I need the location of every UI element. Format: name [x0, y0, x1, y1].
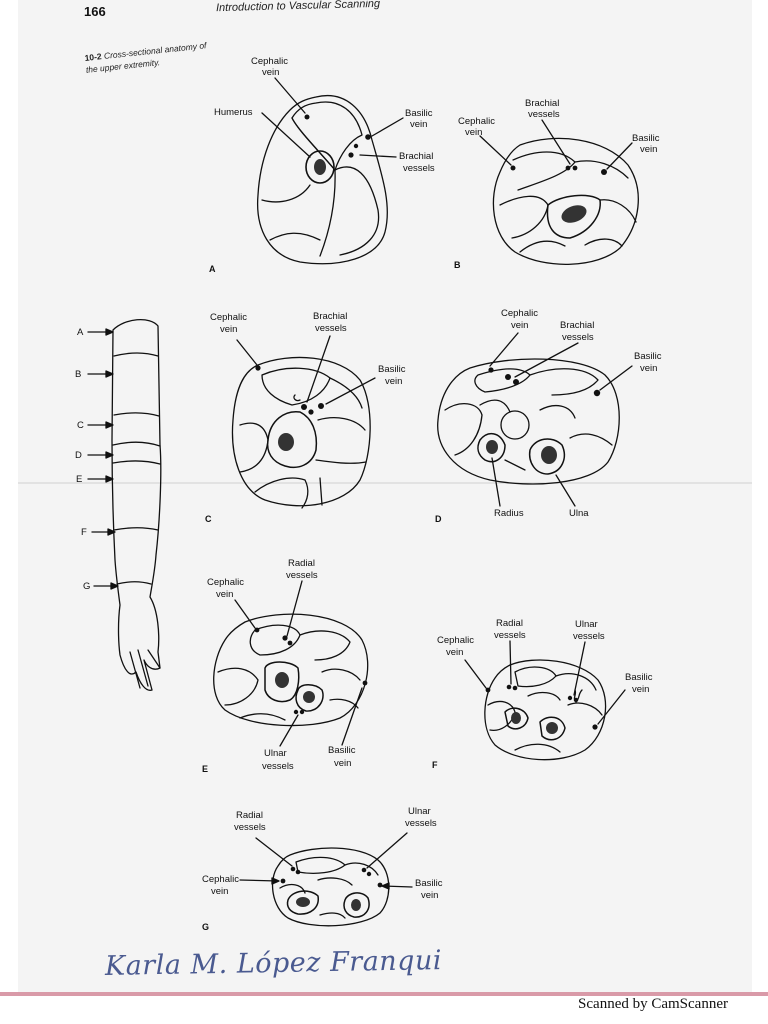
label-g-cephalic-2: vein [211, 886, 228, 897]
label-e-cephalic-2: vein [216, 589, 233, 600]
arm-diagram: A B C D E F G [75, 319, 162, 691]
arm-level-g: G [83, 581, 90, 592]
label-b-brachial-2: vessels [528, 109, 560, 120]
panel-e: Radial vessels Cephalic vein Ulnar vesse… [202, 558, 369, 774]
page-edge [0, 992, 768, 996]
label-c-brachial-2: vessels [315, 323, 347, 334]
label-d-basilic-2: vein [640, 363, 657, 374]
camscanner-watermark: Scanned by CamScanner [578, 996, 728, 1012]
label-b-basilic-1: Basilic [632, 133, 660, 144]
label-f-radial-1: Radial [496, 618, 523, 629]
label-f-ulnar-1: Ulnar [575, 619, 598, 630]
label-d-brachial-2: vessels [562, 332, 594, 343]
panel-d-outline [437, 358, 620, 485]
label-b-cephalic-2: vein [465, 127, 482, 138]
label-a-humerus: Humerus [214, 107, 253, 118]
arm-level-c: C [77, 420, 84, 431]
page-number: 166 [84, 4, 106, 19]
label-b-basilic-2: vein [640, 144, 657, 155]
label-c-brachial-1: Brachial [313, 311, 347, 322]
label-d-radius: Radius [494, 508, 524, 519]
label-a-basilic-1: Basilic [405, 108, 433, 119]
panel-a-outline [256, 95, 388, 265]
label-d-cephalic-1: Cephalic [501, 308, 538, 319]
panel-a-letter: A [209, 264, 216, 274]
label-g-radial-2: vessels [234, 822, 266, 833]
label-g-cephalic-1: Cephalic [202, 874, 239, 885]
panel-f: Radial vessels Ulnar vessels Cephalic ve… [432, 618, 653, 770]
label-g-radial-1: Radial [236, 810, 263, 821]
label-e-basilic-1: Basilic [328, 745, 356, 756]
label-d-cephalic-2: vein [511, 320, 528, 331]
panel-b-outline [492, 137, 639, 265]
label-g-basilic-2: vein [421, 890, 438, 901]
panel-c-letter: C [205, 514, 212, 524]
label-f-basilic-1: Basilic [625, 672, 653, 683]
arm-level-d: D [75, 450, 82, 461]
panel-g-outline [271, 847, 390, 927]
label-a-cephalic-2: vein [262, 67, 279, 78]
label-a-cephalic-1: Cephalic [251, 56, 288, 67]
label-c-basilic-1: Basilic [378, 364, 406, 375]
handwritten-signature: Karla M. López Franqui [104, 945, 443, 982]
label-d-brachial-1: Brachial [560, 320, 594, 331]
label-g-ulnar-2: vessels [405, 818, 437, 829]
arm-level-f: F [81, 527, 87, 538]
label-d-basilic-1: Basilic [634, 351, 662, 362]
label-f-cephalic-2: vein [446, 647, 463, 658]
panel-e-outline [213, 613, 369, 727]
label-a-basilic-2: vein [410, 119, 427, 130]
label-e-radial-1: Radial [288, 558, 315, 569]
label-a-brachial-1: Brachial [399, 151, 433, 162]
panel-c-outline [231, 356, 371, 507]
arm-level-e: E [76, 474, 82, 485]
label-b-brachial-1: Brachial [525, 98, 559, 109]
panel-e-letter: E [202, 764, 208, 774]
label-e-radial-2: vessels [286, 570, 318, 581]
label-e-cephalic-1: Cephalic [207, 577, 244, 588]
arm-level-b: B [75, 369, 81, 380]
label-c-basilic-2: vein [385, 376, 402, 387]
panel-f-letter: F [432, 760, 438, 770]
label-f-cephalic-1: Cephalic [437, 635, 474, 646]
label-g-ulnar-1: Ulnar [408, 806, 431, 817]
cross-section-figure: Cephalic vein Humerus Basilic vein Brach… [75, 56, 662, 932]
label-c-cephalic-2: vein [220, 324, 237, 335]
label-f-radial-2: vessels [494, 630, 526, 641]
label-f-basilic-2: vein [632, 684, 649, 695]
panel-g-letter: G [202, 922, 209, 932]
label-g-basilic-1: Basilic [415, 878, 443, 889]
label-a-brachial-2: vessels [403, 163, 435, 174]
arm-level-a: A [77, 327, 84, 338]
scanned-page [18, 0, 752, 995]
label-b-cephalic-1: Cephalic [458, 116, 495, 127]
label-e-basilic-2: vein [334, 758, 351, 769]
label-d-ulna: Ulna [569, 508, 589, 519]
panel-d: Cephalic vein Brachial vessels Basilic v… [435, 308, 662, 524]
label-e-ulnar-2: vessels [262, 761, 294, 772]
panel-a: Cephalic vein Humerus Basilic vein Brach… [209, 56, 435, 274]
label-e-ulnar-1: Ulnar [264, 748, 287, 759]
label-c-cephalic-1: Cephalic [210, 312, 247, 323]
panel-c: Cephalic vein Brachial vessels Basilic v… [205, 311, 406, 524]
arm-outline [111, 319, 162, 691]
panel-d-letter: D [435, 514, 442, 524]
label-f-ulnar-2: vessels [573, 631, 605, 642]
panel-f-outline [484, 659, 607, 761]
panel-b: Brachial vessels Cephalic vein Basilic v… [454, 98, 660, 270]
panel-g: Radial vessels Ulnar vessels Cephalic ve… [202, 806, 443, 932]
panel-b-letter: B [454, 260, 461, 270]
page-fold-line [18, 482, 752, 484]
